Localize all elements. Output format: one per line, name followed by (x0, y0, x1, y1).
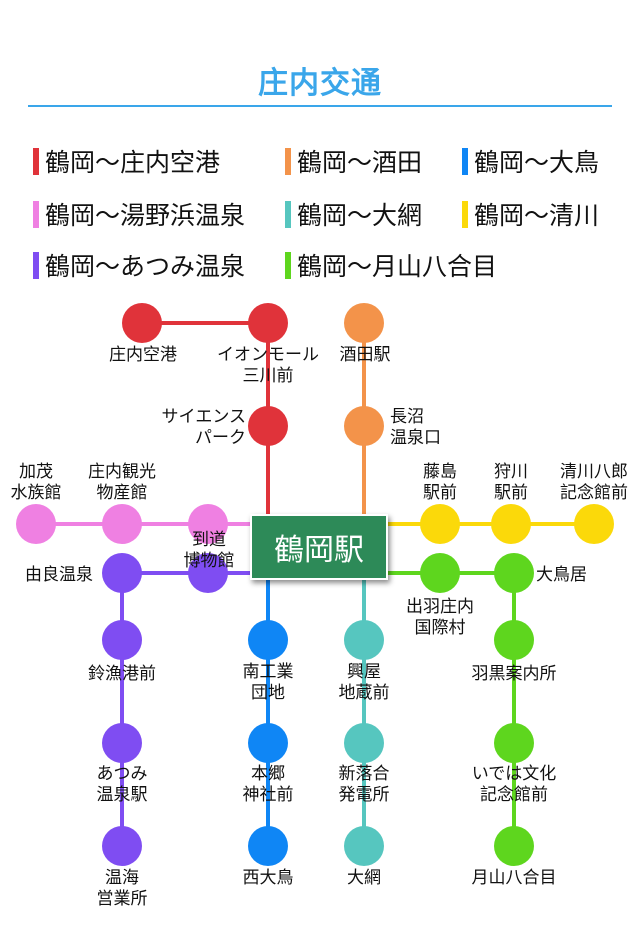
legend-swatch (285, 147, 291, 175)
station-dot (248, 723, 288, 763)
station-dot (574, 504, 614, 544)
station-label-suzu-port: 鈴漁港前 (88, 664, 156, 684)
legend-item-yunohama: 鶴岡～湯野浜温泉 (33, 198, 245, 230)
legend-label: 鶴岡～庄内空港 (45, 148, 221, 177)
station-dot (102, 723, 142, 763)
station-label-sakata: 酒田駅 (339, 345, 391, 365)
legend-label: 鶴岡～清川 (474, 201, 600, 230)
station-label-shin-ochiai: 新落合 発電所 (338, 764, 390, 805)
station-label-hongo-shrine: 本郷 神社前 (242, 764, 294, 805)
station-label-minami-kogyo: 南工業 団地 (242, 662, 294, 703)
legend-label: 鶴岡～湯野浜温泉 (45, 201, 246, 230)
legend-swatch (33, 200, 39, 228)
station-dot (102, 826, 142, 866)
station-dot (188, 553, 228, 593)
page-title: 庄内交通 (258, 66, 382, 101)
station-label-kamo-aquarium: 加茂 水族館 (10, 462, 62, 503)
legend-label: 鶴岡～酒田 (297, 148, 423, 177)
station-dot (102, 620, 142, 660)
legend-item-oami: 鶴岡～大網 (285, 198, 422, 230)
station-label-yura-onsen: 由良温泉 (25, 565, 93, 585)
station-dot (16, 504, 56, 544)
station-label-kiyokawa: 清川八郎 記念館前 (560, 462, 628, 503)
hub-label: 鶴岡駅 (274, 533, 364, 568)
station-label-shonai-airport: 庄内空港 (109, 345, 177, 365)
station-label-otorii: 大鳥居 (536, 565, 587, 585)
legend-label: 鶴岡～大鳥 (474, 148, 600, 177)
legend-swatch (285, 200, 291, 228)
station-label-haguro-info: 羽黒案内所 (471, 664, 557, 684)
legend-item-gassan: 鶴岡～月山八合目 (285, 249, 497, 281)
station-dot (420, 504, 460, 544)
legend-item-atsumi: 鶴岡～あつみ温泉 (33, 249, 245, 281)
legend-swatch (462, 147, 468, 175)
station-label-science-park: サイエンス パーク (161, 407, 247, 448)
station-dot (248, 303, 288, 343)
station-dot (102, 553, 142, 593)
legend-item-sakata: 鶴岡～酒田 (285, 145, 422, 177)
station-dot (494, 553, 534, 593)
station-label-karikawa: 狩川 駅前 (494, 462, 528, 503)
station-dot (344, 723, 384, 763)
station-label-onsen-eigyosho: 温海 営業所 (96, 868, 148, 909)
station-dot (494, 826, 534, 866)
station-dot (494, 723, 534, 763)
station-label-fujishima: 藤島 駅前 (423, 462, 457, 503)
station-dot (344, 406, 384, 446)
station-label-ideha-museum: いでは文化 記念館前 (471, 764, 557, 805)
station-dot (122, 303, 162, 343)
legend-item-kiyokawa: 鶴岡～清川 (462, 198, 599, 230)
legend-label: 鶴岡～あつみ温泉 (45, 252, 246, 281)
station-dot (491, 504, 531, 544)
title-divider (28, 105, 612, 107)
station-dot (248, 826, 288, 866)
legend-swatch (462, 200, 468, 228)
station-label-oami: 大網 (347, 868, 381, 888)
legend-label: 鶴岡～月山八合目 (297, 252, 498, 281)
legend-label: 鶴岡～大網 (297, 201, 423, 230)
legend-item-airport: 鶴岡～庄内空港 (33, 145, 220, 177)
station-dot (188, 504, 228, 544)
tsuruoka-station-hub[interactable]: 鶴岡駅 (250, 514, 388, 580)
station-dot (102, 504, 142, 544)
station-label-dewa-kokusaimura: 出羽庄内 国際村 (406, 597, 474, 638)
legend-item-otori: 鶴岡～大鳥 (462, 145, 599, 177)
station-label-koya-jizo: 興屋 地蔵前 (338, 662, 390, 703)
station-dot (420, 553, 460, 593)
station-dot (344, 620, 384, 660)
station-dot (248, 620, 288, 660)
station-label-gassan: 月山八合目 (471, 868, 557, 888)
station-dot (248, 406, 288, 446)
station-label-chido-museum: 到道 博物館 (183, 530, 235, 571)
station-label-atsumi-onsen: あつみ 温泉駅 (96, 764, 148, 805)
station-label-naganuma: 長沼 温泉口 (390, 407, 441, 448)
station-dot (344, 826, 384, 866)
station-dot (344, 303, 384, 343)
station-label-aeon-mall: イオンモール 三川前 (217, 345, 319, 386)
station-label-kanko-bussankan: 庄内観光 物産館 (88, 462, 156, 503)
legend-swatch (285, 251, 291, 279)
station-label-nishi-otori: 西大鳥 (242, 868, 294, 888)
legend-swatch (33, 147, 39, 175)
station-dot (494, 620, 534, 660)
legend-swatch (33, 251, 39, 279)
